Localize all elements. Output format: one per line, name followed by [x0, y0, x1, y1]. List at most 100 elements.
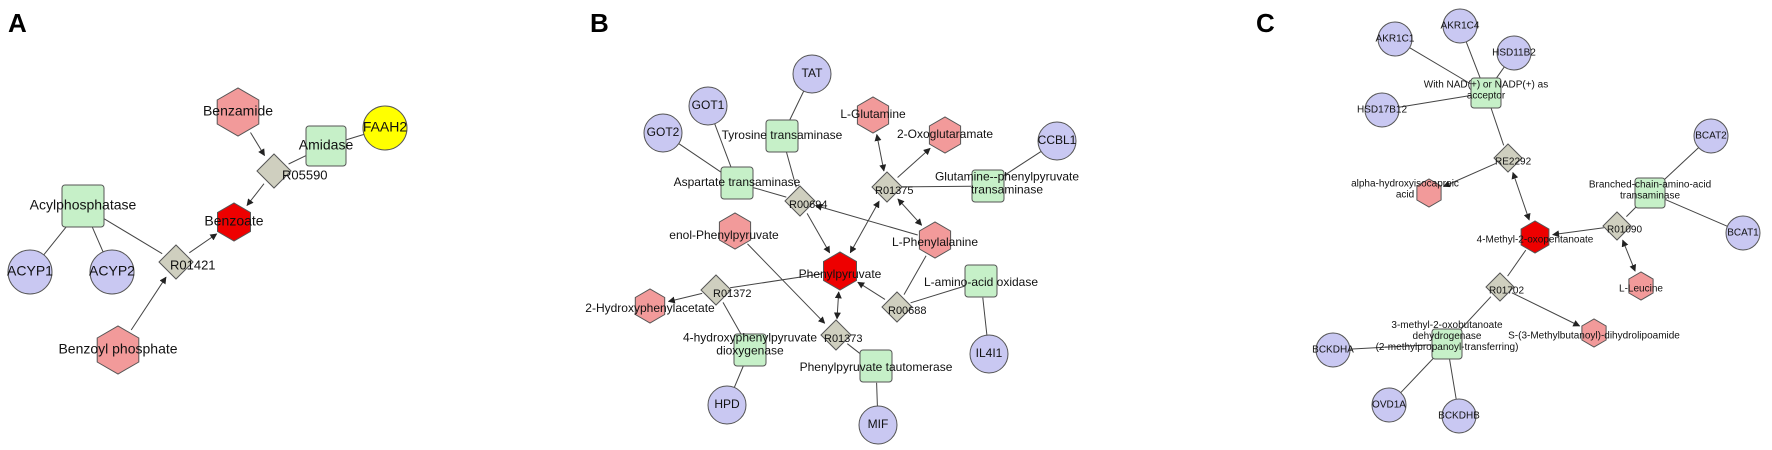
shape-tyr_trans — [765, 119, 799, 153]
node-bckdha[interactable]: BCKDHA — [1312, 332, 1354, 368]
node-hsd11b2[interactable]: HSD11B2 — [1492, 35, 1536, 71]
edge-acylphosphatase-r01421 — [101, 216, 163, 255]
node-r00688[interactable]: R00688 — [881, 291, 927, 323]
label-re2292: RE2292 — [1495, 157, 1532, 168]
panel-letter-c: C — [1256, 8, 1275, 38]
node-r01373[interactable]: R01373 — [820, 319, 863, 351]
node-benzoylphosphate[interactable]: Benzoyl phosphate — [58, 325, 178, 375]
shape-hpd — [707, 385, 747, 425]
edge-r01421-benzoate — [189, 233, 218, 254]
node-re2292[interactable]: RE2292 — [1493, 143, 1532, 173]
node-ppt[interactable]: Phenylpyruvate tautomerase — [800, 349, 953, 383]
node-acyp2[interactable]: ACYP2 — [89, 249, 135, 295]
node-hsd17b12[interactable]: HSD17B12 — [1357, 92, 1407, 128]
shape-lphe — [918, 221, 952, 259]
node-lphe[interactable]: L-Phenylalanine — [892, 221, 978, 259]
node-r00694[interactable]: R00694 — [784, 185, 828, 217]
node-hpd[interactable]: HPD — [707, 385, 747, 425]
node-lglutamine[interactable]: L-Glutamine — [840, 96, 906, 134]
shape-ccbl1 — [1037, 121, 1077, 161]
label-r05590: R05590 — [282, 167, 328, 182]
shape-r01702 — [1485, 272, 1515, 302]
shape-lleucine — [1628, 271, 1654, 301]
edge-nadp_enz-re2292 — [1490, 107, 1505, 146]
node-got2[interactable]: GOT2 — [643, 113, 683, 153]
node-ovd1a[interactable]: OVD1A — [1371, 387, 1407, 423]
shape-laao — [964, 264, 998, 298]
label-r01372: R01372 — [713, 288, 752, 300]
node-s3mbdl[interactable]: S-(3-Methylbutanoyl)-dihydrolipoamide — [1508, 318, 1680, 348]
node-bckdhb[interactable]: BCKDHB — [1438, 398, 1480, 434]
edge-laao-r00688 — [910, 285, 966, 304]
shape-oxoglutaramate — [928, 116, 962, 154]
node-laao[interactable]: L-amino-acid oxidase — [924, 264, 1038, 298]
label-benzoate: Benzoate — [204, 213, 263, 229]
node-tat[interactable]: TAT — [792, 54, 832, 94]
node-r01090[interactable]: R01090 — [1602, 211, 1642, 241]
node-r01421[interactable]: R01421 — [158, 244, 216, 280]
shape-bckdh — [1431, 328, 1463, 360]
edge-r01090-lleucine — [1621, 239, 1637, 272]
node-lleucine[interactable]: L-Leucine — [1619, 271, 1663, 301]
edge-bcat2-bcaa_trans — [1661, 147, 1699, 183]
node-got1[interactable]: GOT1 — [688, 86, 728, 126]
edge-il4i1-laao — [982, 297, 988, 336]
edge-tyr_trans-r00694 — [786, 152, 797, 188]
label-akr1c4: AKR1C4 — [1441, 21, 1480, 32]
node-r05590[interactable]: R05590 — [256, 153, 328, 189]
node-bcat1[interactable]: BCAT1 — [1725, 215, 1761, 251]
label-hydroxyphenylacetate: 2-Hydroxyphenylacetate — [585, 301, 715, 315]
node-ccbl1[interactable]: CCBL1 — [1037, 121, 1077, 161]
node-mif[interactable]: MIF — [858, 405, 898, 445]
node-acylphosphatase[interactable]: Acylphosphatase — [30, 184, 137, 228]
node-phenylpyruvate[interactable]: Phenylpyruvate — [799, 251, 882, 291]
edge-re2292-m2o — [1511, 171, 1531, 221]
node-acyp1[interactable]: ACYP1 — [7, 249, 53, 295]
shape-acyp1 — [7, 249, 53, 295]
node-enolphenyl[interactable]: enol-Phenylpyruvate — [669, 212, 779, 250]
edge-faah2-amidase — [345, 133, 365, 141]
node-benzoate[interactable]: Benzoate — [204, 202, 264, 242]
node-faah2[interactable]: FAAH2 — [362, 105, 408, 151]
node-tyr_trans[interactable]: Tyrosine transaminase — [722, 119, 843, 153]
edge-phenylpyruvate-r01372 — [730, 273, 822, 289]
edge-akr1c1-nadp_enz — [1409, 47, 1473, 86]
label-acyp2: ACYP2 — [89, 263, 135, 279]
node-il4i1[interactable]: IL4I1 — [969, 334, 1009, 374]
node-hydroxyphenylacetate[interactable]: 2-Hydroxyphenylacetate — [585, 288, 715, 324]
edge-mif-ppt — [876, 382, 878, 407]
shape-got1 — [688, 86, 728, 126]
shape-r01090 — [1602, 211, 1632, 241]
shape-bcat2 — [1693, 118, 1729, 154]
node-amidase[interactable]: Amidase — [299, 125, 354, 167]
edge-r01373-phenylpyruvate — [833, 291, 842, 320]
label-asp_trans: Aspartate transaminase — [674, 175, 801, 189]
edge-bckdhb-bckdh — [1449, 359, 1457, 400]
node-akr1c1[interactable]: AKR1C1 — [1376, 21, 1415, 57]
node-asp_trans[interactable]: Aspartate transaminase — [674, 166, 801, 200]
node-benzamide[interactable]: Benzamide — [203, 87, 273, 137]
edge-bckdh-r01702 — [1457, 296, 1492, 333]
node-r01375[interactable]: R01375 — [871, 171, 914, 203]
node-r01372[interactable]: R01372 — [700, 274, 752, 306]
node-bcat2[interactable]: BCAT2 — [1693, 118, 1729, 154]
edge-hpd-hppd_enz — [733, 365, 744, 388]
label-r01702: R01702 — [1489, 286, 1524, 297]
node-m2o[interactable]: 4-Methyl-2-oxopentanoate — [1477, 220, 1594, 254]
node-r01702[interactable]: R01702 — [1485, 272, 1524, 302]
shape-acylphosphatase — [61, 184, 105, 228]
shape-r01372 — [700, 274, 732, 306]
node-oxoglutaramate[interactable]: 2-Oxoglutaramate — [897, 116, 993, 154]
label-lglutamine: L-Glutamine — [840, 107, 906, 121]
node-akr1c4[interactable]: AKR1C4 — [1441, 8, 1480, 44]
label-ovd1a: OVD1A — [1372, 400, 1406, 411]
